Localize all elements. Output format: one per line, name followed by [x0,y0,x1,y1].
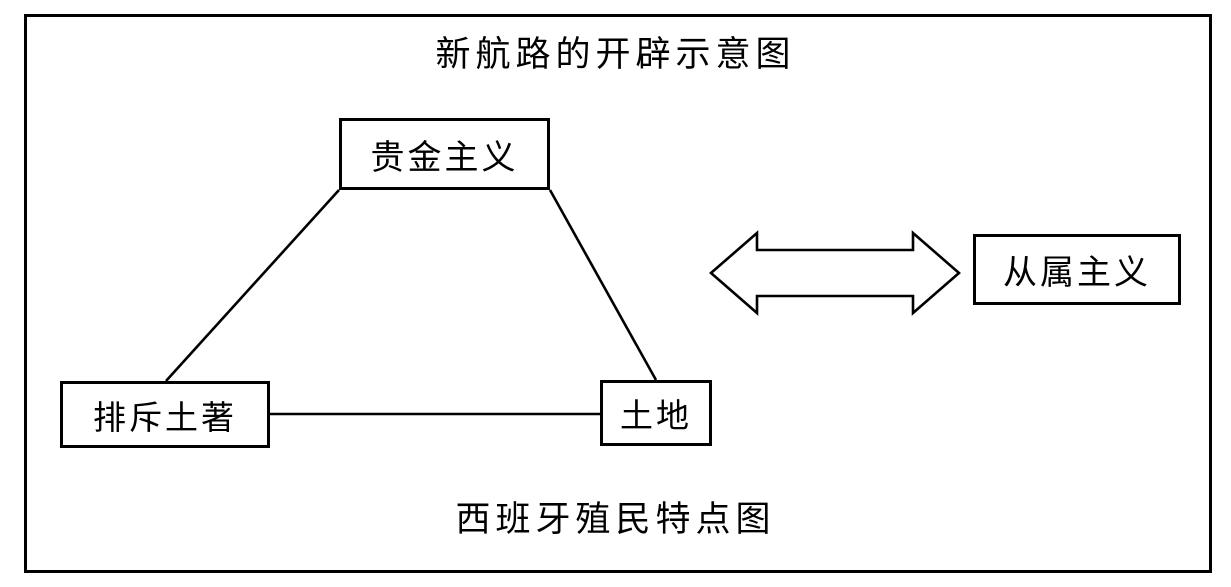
diagram-footer-caption: 西班牙殖民特点图 [455,500,776,539]
diagram-title: 新航路的开辟示意图 [435,35,796,74]
node-subordination-label: 从属主义 [1003,255,1151,292]
node-exclude-natives-label: 排斥土著 [93,400,237,437]
node-subordination[interactable]: 从属主义 [973,234,1181,305]
node-land[interactable]: 土地 [600,380,712,446]
node-bullionism[interactable]: 贵金主义 [339,118,550,190]
node-bullionism-label: 贵金主义 [370,139,519,177]
node-land-label: 土地 [620,399,692,435]
node-exclude-natives[interactable]: 排斥土著 [60,381,270,448]
